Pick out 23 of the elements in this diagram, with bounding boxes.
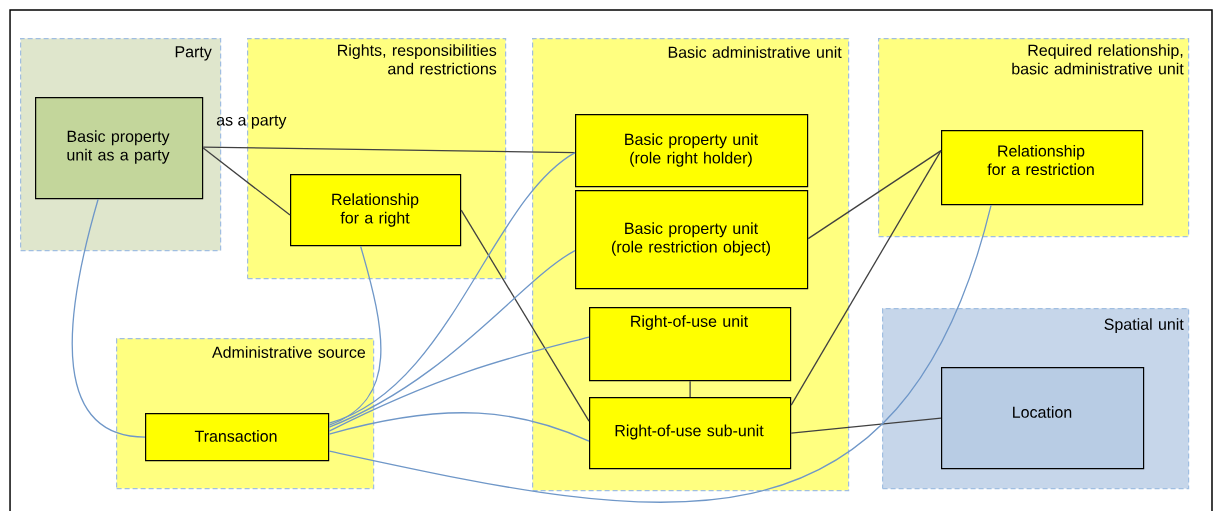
connector-line <box>790 417 942 434</box>
entity-box: Location <box>941 367 1145 470</box>
connector-line <box>460 209 590 422</box>
entity-box: Basic property unit (role restriction object) <box>575 190 809 290</box>
connector-line <box>790 149 942 406</box>
entity-box: Right-of-use sub-unit <box>589 397 792 470</box>
connector-line <box>202 147 291 216</box>
entity-box: Transaction <box>145 413 330 462</box>
connector-line <box>71 198 146 438</box>
connector-line <box>328 245 382 426</box>
entity-box: Right-of-use unit <box>589 307 792 382</box>
entity-box: Relationship for a restriction <box>941 130 1144 206</box>
connector-line <box>807 149 942 240</box>
connector-line <box>689 380 691 398</box>
connector-line <box>328 412 590 442</box>
connector-line <box>202 146 576 154</box>
connector-line <box>328 151 576 424</box>
entity-box: Basic property unit (role right holder) <box>575 114 809 188</box>
entity-box: Basic property unit as a party <box>35 97 204 200</box>
connector-line <box>328 204 992 503</box>
connector-line <box>328 249 576 428</box>
entity-box: Relationship for a right <box>290 174 462 247</box>
connector-line <box>328 336 590 432</box>
